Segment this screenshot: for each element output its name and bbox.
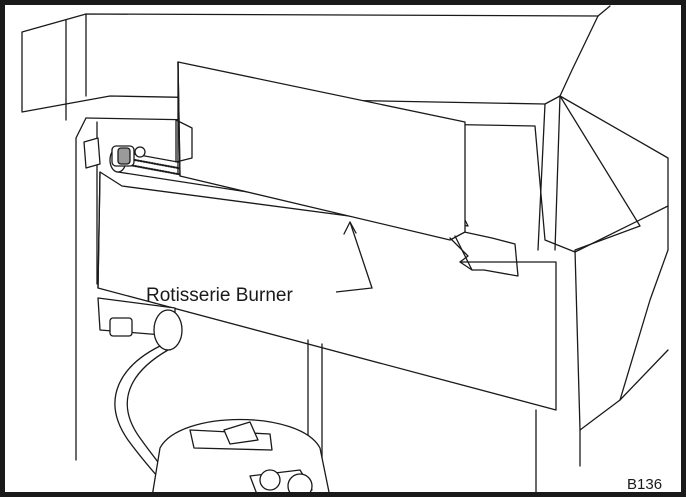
- gas-valve-assembly: [97, 297, 183, 351]
- burner-valve-icon: [83, 137, 146, 169]
- callout-leader: [335, 221, 373, 293]
- callout-label: Rotisserie Burner: [146, 285, 293, 306]
- warming-box: [175, 61, 473, 271]
- grill-side-panel: [559, 95, 669, 467]
- propane-tank-icon: [151, 418, 331, 497]
- figure-id: B136: [627, 476, 662, 493]
